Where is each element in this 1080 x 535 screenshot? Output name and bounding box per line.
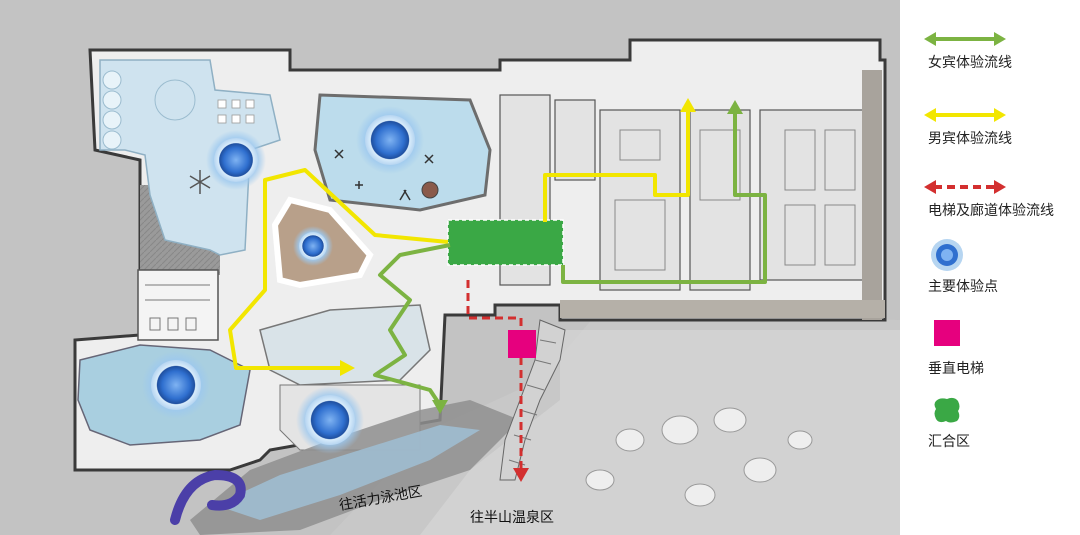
meeting-zone <box>447 219 564 266</box>
legend: 女宾体验流线 男宾体验流线 电梯及廊道体验流线 主要体验点 <box>900 0 1080 535</box>
legend-label: 主要体验点 <box>928 279 998 295</box>
bottom-wall-strip <box>560 300 885 318</box>
elevator-square-icon <box>934 320 960 346</box>
green-blob-icon <box>934 397 960 423</box>
legend-item-men-route: 男宾体验流线 <box>900 98 1080 148</box>
red-dashed-arrow-icon <box>924 180 1006 194</box>
hot-tub-icon <box>421 181 439 199</box>
green-arrow-icon <box>924 32 1006 46</box>
main-experience-points <box>142 106 424 454</box>
legend-label: 女宾体验流线 <box>928 55 1012 71</box>
experience-point-icon <box>305 395 355 445</box>
legend-item-meeting-zone: 汇合区 <box>900 395 1080 455</box>
legend-item-elevator-route: 电梯及廊道体验流线 <box>900 172 1080 222</box>
pool-dot-icon <box>931 239 963 271</box>
legend-label: 男宾体验流线 <box>928 131 1012 147</box>
legend-label: 汇合区 <box>928 434 970 450</box>
fountain-icon <box>189 170 211 194</box>
experience-point-icon <box>299 232 327 260</box>
legend-item-women-route: 女宾体验流线 <box>900 22 1080 72</box>
right-wall-strip <box>862 70 882 320</box>
legend-label: 电梯及廊道体验流线 <box>928 203 1054 219</box>
experience-point-icon <box>151 360 201 410</box>
experience-point-icon <box>214 138 258 182</box>
legend-item-experience-point: 主要体验点 <box>900 238 1080 298</box>
water-slide <box>170 469 246 525</box>
elevator-route <box>466 280 523 470</box>
legend-item-elevator: 垂直电梯 <box>900 320 1080 380</box>
legend-label: 垂直电梯 <box>928 361 984 377</box>
stair-walkway <box>499 319 566 481</box>
experience-point-icon <box>365 115 415 165</box>
river-water <box>215 425 480 520</box>
lounge-pool <box>99 59 281 256</box>
label-to-hot-spring: 往半山温泉区 <box>470 509 554 526</box>
hillside-area <box>420 330 900 535</box>
yellow-arrow-icon <box>924 108 1006 122</box>
floor-plan: 往活力泳池区 往半山温泉区 <box>0 0 900 535</box>
women-route <box>373 112 767 407</box>
vertical-elevator <box>508 330 536 358</box>
men-route <box>228 110 690 370</box>
